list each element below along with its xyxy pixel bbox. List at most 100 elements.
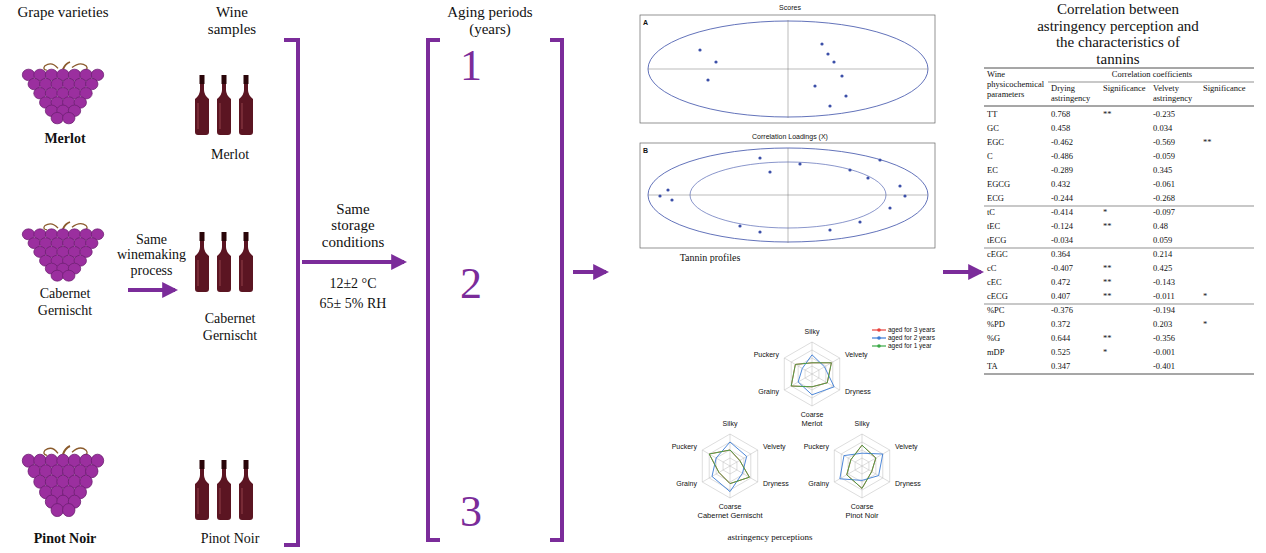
chart-label: astringency perceptions [700, 532, 840, 542]
chart-label: Silky [710, 420, 750, 428]
grape-variety: Merlot [5, 60, 125, 148]
legend-text: aged for 3 years [888, 326, 935, 334]
table-cell: -0.235 [1153, 110, 1199, 120]
loading-dot [866, 176, 869, 179]
table-cell: 0.644 [1051, 334, 1099, 344]
chart-label: Velvety [763, 443, 803, 451]
wine-sample: Merlot [180, 72, 280, 164]
table-cell: 0.472 [1051, 278, 1099, 288]
table-cell: tECG [987, 236, 1047, 246]
grape-variety: Cabernet Gernischt [5, 220, 125, 320]
chart-label: Coarse [842, 503, 882, 511]
period-number: 1 [446, 44, 496, 88]
chart-label: Correlation Loadings (X) [715, 133, 865, 141]
aging-periods: 123 [422, 14, 570, 544]
table-cell: 0.525 [1051, 348, 1099, 358]
table-cell: Drying astringency [1051, 84, 1099, 104]
grape-berry [51, 270, 63, 281]
loading-dot [768, 170, 771, 173]
table-cell: cECG [987, 292, 1047, 302]
table-cell: ** [1103, 264, 1149, 274]
table-cell: 0.347 [1051, 362, 1099, 372]
table-cell: -0.034 [1051, 236, 1099, 246]
table-cell: * [1103, 348, 1149, 358]
loading-dot [858, 220, 861, 223]
period-number: 3 [446, 490, 496, 534]
table-cell: EGCG [987, 180, 1047, 190]
legend-entry: aged for 2 years [872, 334, 935, 342]
radar-series [847, 445, 876, 488]
table-cell: -0.011 [1153, 292, 1199, 302]
table-cell: 0.407 [1051, 292, 1099, 302]
table-cell: -0.001 [1153, 348, 1199, 358]
chart-label: Dryness [763, 480, 803, 488]
flow-arrow [943, 270, 981, 274]
table-cell: -0.486 [1051, 152, 1099, 162]
score-dot [828, 104, 831, 107]
annotation: Correlation between astringency percepti… [1035, 1, 1201, 67]
chart-label: Pinot Noir [812, 512, 912, 521]
table-cell: * [1103, 208, 1149, 218]
plot-frame [640, 15, 935, 123]
table-cell: GC [987, 124, 1047, 134]
radar-chart [702, 434, 757, 498]
chart-panel: SilkyVelvetyDrynessCoarseGrainyPuckeryMe… [650, 318, 940, 548]
correlation-table: Wine physicochemical parametersCorrelati… [984, 68, 1254, 378]
wine-bottle [195, 460, 209, 520]
table-cell: -0.124 [1051, 222, 1099, 232]
chart-label: Coarse [710, 503, 750, 511]
edge-label: Same storage conditions [313, 201, 393, 251]
radar-ring [702, 434, 757, 498]
chart-label: Silky [792, 328, 832, 336]
grape-berry [63, 270, 75, 281]
radar-series [712, 442, 747, 492]
table-cell: -0.289 [1051, 166, 1099, 176]
radar-series [791, 363, 831, 387]
table-cell: -0.097 [1153, 208, 1199, 218]
table-cell: ** [1103, 222, 1149, 232]
legend: aged for 3 yearsaged for 2 yearsaged for… [872, 326, 935, 350]
table-cell: 0.214 [1153, 250, 1199, 260]
table-cell: 0.48 [1153, 222, 1199, 232]
bottles [195, 75, 253, 520]
table-cell: ** [1103, 334, 1149, 344]
radar-spoke [834, 450, 862, 466]
wine-sample: Pinot Noir [180, 458, 280, 548]
chart-label: Grainy [789, 480, 829, 488]
table-cell: * [1203, 292, 1253, 302]
wine-bottle [239, 232, 253, 292]
loading-dot [758, 230, 761, 233]
legend-entry: aged for 1 year [872, 342, 935, 350]
flow-arrow [573, 270, 606, 274]
wine-bottle [195, 75, 209, 135]
wine-bottle [195, 232, 209, 292]
grape-stem [63, 222, 70, 229]
sample-name: Merlot [44, 131, 85, 148]
grape-cluster [22, 222, 103, 281]
score-dot [820, 42, 823, 45]
radar-spoke [862, 434, 863, 466]
table-cell: EC [987, 166, 1047, 176]
grape-berry [51, 504, 63, 517]
loading-dot [888, 206, 891, 209]
grape-cluster [22, 62, 103, 124]
chart-label: Grainy [739, 388, 779, 396]
grape-berry [51, 112, 63, 123]
wine-bottle [217, 75, 231, 135]
radar-ring [834, 434, 889, 498]
radar-series [709, 450, 749, 484]
table-cell: ** [1103, 278, 1149, 288]
table-cell: %PC [987, 306, 1047, 316]
grape-berry [63, 504, 75, 517]
radar-charts [702, 342, 889, 498]
radar-spoke [812, 374, 813, 406]
ellipse [648, 21, 928, 117]
chart-label: Puckery [739, 351, 779, 359]
chart-label: Coarse [792, 411, 832, 419]
legend-swatch [872, 343, 886, 349]
table-cell: C [987, 152, 1047, 162]
table-cell: -0.268 [1153, 194, 1199, 204]
sample-name: Cabernet Gernischt [185, 311, 275, 345]
loading-dot [658, 194, 661, 197]
